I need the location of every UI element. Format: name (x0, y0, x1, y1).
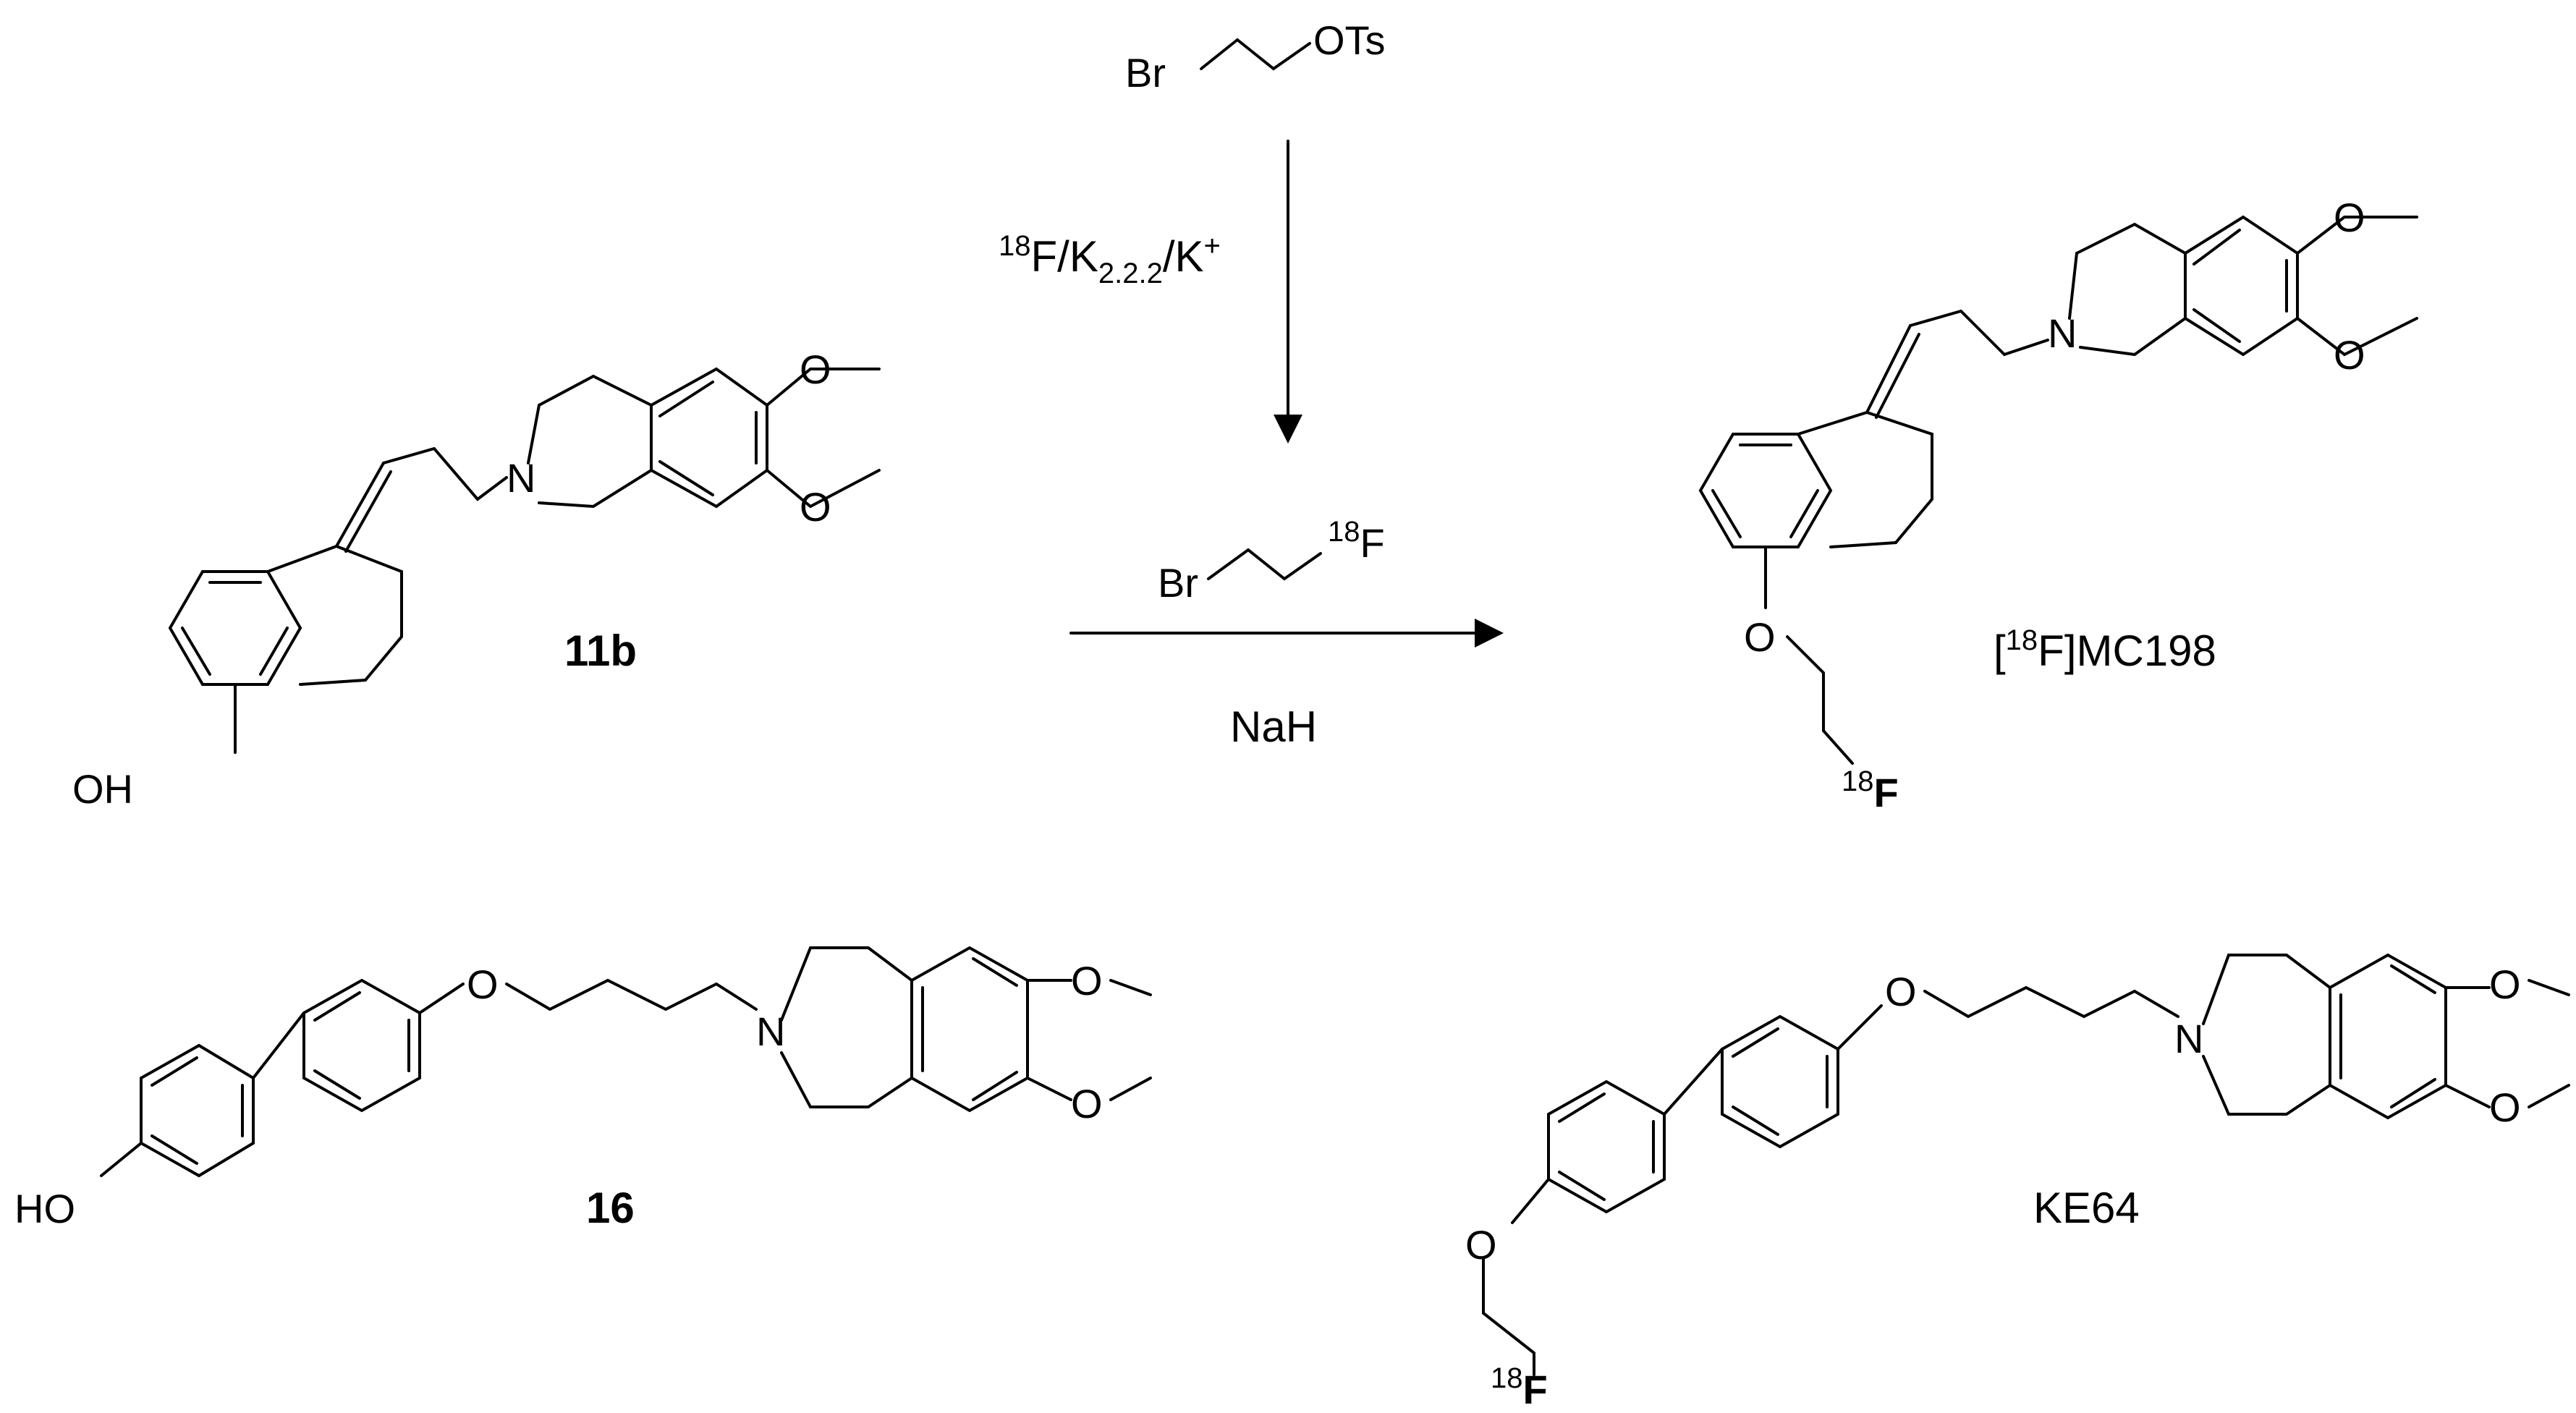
compound-mc198-label: [18F]MC198 (1994, 624, 2216, 675)
br-label: Br (1125, 50, 1166, 96)
o-label: O (2489, 1085, 2521, 1130)
o-label: O (1885, 969, 1917, 1014)
o-label: O (467, 962, 499, 1007)
o-label: O (1465, 1222, 1497, 1268)
f18-label: 18F (1328, 516, 1385, 566)
f18-label: 18F (1491, 1362, 1548, 1412)
compound-16-label: 16 (586, 1184, 635, 1232)
o-label: O (1071, 1081, 1103, 1126)
o-label: O (2489, 962, 2521, 1007)
n-label: N (756, 1009, 785, 1054)
o-label: O (1744, 614, 1776, 660)
n-label: N (507, 455, 535, 501)
f18-label: 18F (1842, 765, 1899, 815)
base-label: NaH (1230, 703, 1317, 751)
br-label: Br (1158, 560, 1198, 606)
compound-mc198-structure: N O O O 18F (1698, 195, 2418, 815)
oh-label: OH (72, 766, 133, 812)
radiofluorination-conditions: 18F/K2.2.2/K+ (999, 230, 1221, 289)
compound-11b-structure: OH N O O (72, 347, 881, 812)
compound-ke64-structure: O O N O O 18F (1465, 953, 2570, 1412)
n-label: N (2048, 310, 2077, 356)
bromofluoroethane-structure: Br 18F (1158, 516, 1385, 606)
o-label: O (800, 484, 831, 530)
o-label: O (2334, 332, 2365, 378)
bromoethyl-tosylate-structure: Br OTs (1125, 17, 1386, 96)
compound-16-structure: HO O N O O (14, 946, 1152, 1231)
o-label: O (1071, 958, 1103, 1003)
ho-label: HO (14, 1186, 75, 1231)
o-label: O (2334, 195, 2365, 240)
o-label: O (800, 347, 831, 392)
compound-ke64-label: KE64 (2033, 1184, 2140, 1232)
ots-label: OTs (1313, 17, 1386, 63)
n-label: N (2174, 1016, 2203, 1061)
compound-11b-label: 11b (564, 627, 637, 675)
